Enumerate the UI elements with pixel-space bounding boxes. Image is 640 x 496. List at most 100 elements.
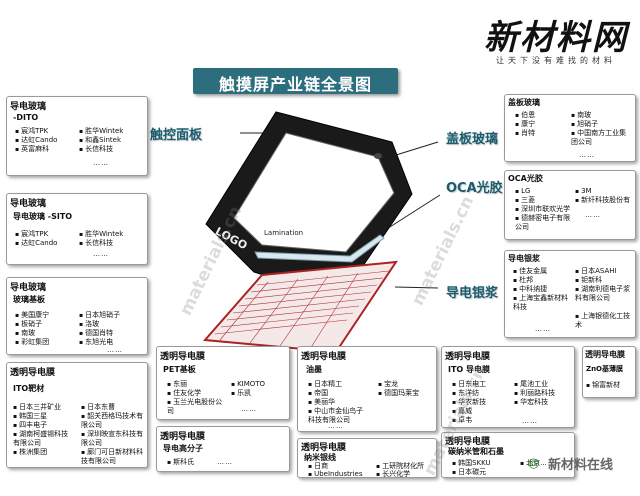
bottom-brand-text: 新材料在线: [548, 458, 614, 473]
list-item: 四丰电子: [13, 421, 47, 430]
main-title: 触摸屏产业链全景图: [218, 75, 372, 94]
box-ito-target: 透明导电膜 ITO靶材 日本三井矿业 韩国三星 四丰电子 湖南柯盛锡科技有限公司…: [6, 362, 148, 468]
list-item: 湖南柯盛锡科技有限公司: [13, 430, 75, 448]
callout-cover-glass: 盖板玻璃: [446, 132, 499, 147]
more-indicator: ……: [328, 422, 344, 430]
list-item: 华宏科技: [514, 398, 548, 407]
sensor-grid: [214, 270, 390, 350]
box-ito-target-subtitle: ITO靶材: [13, 384, 45, 393]
list-item: 韶关西格玛技术有限公司: [81, 412, 145, 430]
list-item: 嘉威: [452, 407, 472, 416]
list-item: 钜新科: [575, 276, 602, 285]
list-item: 韩国SKKU: [452, 459, 491, 468]
list-item: LG: [515, 187, 530, 196]
list-item: 康宁: [515, 120, 535, 129]
lamination-layer: [254, 234, 385, 263]
box-pet-title: 透明导电膜: [160, 352, 206, 362]
box-cnt-subtitle: 碳纳米管和石墨: [448, 447, 504, 456]
box-conductive-polymer: 透明导电膜 导电高分子 斯科氏 ……: [156, 426, 290, 472]
sensor-layer: [202, 260, 399, 354]
box-ito-film-title: 透明导电膜: [445, 352, 491, 362]
list-item: 玉兰光电股份公司: [167, 398, 227, 416]
list-item: 长信科技: [79, 239, 113, 248]
list-item: 上海银德化工技术: [575, 312, 635, 330]
list-item: 达虹Cando: [15, 239, 57, 248]
list-item: 东洋纺: [452, 389, 479, 398]
box-pet-subtitle: PET基板: [163, 365, 196, 374]
list-item: 杜邦: [513, 276, 533, 285]
list-item: 南玻: [571, 111, 591, 120]
box-pet-substrate: 透明导电膜 PET基板 东丽 住友化学 玉兰光电股份公司 KIMOTO 乐凯 ……: [156, 346, 290, 420]
box-zno-subtitle: ZnO基薄膜: [586, 365, 624, 373]
list-item: 斯科氏: [167, 458, 194, 467]
more-indicator: ……: [579, 151, 595, 159]
box-silver-nanowire: 透明导电膜 纳米银线 日商 UbeIndustries 工研院材化所 长兴化学: [297, 438, 437, 478]
list-item: 华农新技: [452, 398, 486, 407]
list-item: UbeIndustries: [308, 470, 362, 477]
list-item: 和鑫Sintek: [79, 136, 121, 145]
home-button: [374, 153, 382, 159]
list-item: 住友化学: [167, 389, 201, 398]
more-indicator: ……: [585, 211, 601, 219]
more-indicator: ……: [217, 458, 233, 466]
box-ink-title: 透明导电膜: [301, 352, 347, 362]
list-item: 板硝子: [15, 320, 42, 329]
callout-silver-paste: 导电银浆: [446, 286, 499, 301]
list-item: 锦富新材: [586, 381, 620, 390]
list-item: 长兴化学: [376, 470, 410, 477]
list-item: 德国肖特: [79, 329, 113, 338]
list-item: 东丽: [167, 380, 187, 389]
box-oca-title: OCA光胶: [508, 174, 543, 183]
box-ito-film: 透明导电膜 ITO 导电膜 日东电工 东洋纺 华农新技 嘉威 卓韦 尾池工业 利…: [441, 346, 575, 428]
list-item: 宝龙: [378, 380, 398, 389]
list-item: 美国康宁: [15, 311, 49, 320]
box-glass-substrate-title: 导电玻璃: [10, 283, 47, 293]
list-item: 宸鸿TPK: [15, 230, 48, 239]
list-item: 南玻: [15, 329, 35, 338]
list-item: 廊门可日新材料科技有限公司: [81, 448, 145, 466]
box-dito-subtitle: -DITO: [13, 113, 39, 122]
list-item: 日本东曹: [81, 403, 115, 412]
box-ito-target-title: 透明导电膜: [10, 368, 56, 378]
list-item: 旭硝子: [571, 120, 598, 129]
box-dito-title: 导电玻璃: [10, 102, 47, 112]
more-indicator: ……: [107, 346, 123, 354]
list-item: 中国南方工业集团公司: [571, 129, 633, 147]
list-item: 日东电工: [452, 380, 486, 389]
more-indicator: ……: [93, 159, 109, 167]
list-item: 宸鸿TPK: [15, 127, 48, 136]
list-item: 德国玛莱宝: [378, 389, 419, 398]
more-indicator: ……: [93, 250, 109, 258]
list-item: 株洲集团: [13, 448, 47, 457]
box-cnt-title: 透明导电膜: [445, 437, 491, 447]
list-item: 长信科技: [79, 145, 113, 154]
list-item: 深圳映宣东科技有限公司: [81, 430, 145, 448]
list-item: 工研院材化所: [376, 462, 424, 471]
list-item: 乐凯: [231, 389, 251, 398]
box-nanowire-title: 透明导电膜: [301, 443, 347, 453]
box-zno-title: 透明导电膜: [585, 350, 625, 359]
list-item: 胜华Wintek: [79, 127, 123, 136]
box-zno: 透明导电膜 ZnO基薄膜 锦富新材: [582, 346, 636, 398]
list-item: 新纤科技股份有: [575, 196, 630, 205]
list-item: 帝国: [308, 389, 328, 398]
more-indicator: ……: [522, 417, 538, 425]
brand-logo-title: 新材料网: [484, 18, 628, 58]
list-item: 3M: [575, 187, 592, 196]
box-silver-paste: 导电银浆 佳友金属 杜邦 中科纳捷 上海宝鑫新材料科技 日本ASAHI 钜新科 …: [504, 250, 636, 338]
list-item: 佳友金属: [513, 267, 547, 276]
list-item: 深圳市联欢光学: [515, 205, 570, 214]
list-item: 湖南利德电子浆料有限公司: [575, 285, 635, 303]
box-ink-subtitle: 油墨: [306, 365, 322, 374]
wechat-icon: ◎: [528, 456, 540, 471]
callout-touch-panel: 触控面板: [150, 128, 203, 143]
brand-logo-slogan: 让天下没有难找的材料: [496, 56, 616, 65]
box-sito-subtitle: 导电玻璃 -SITO: [13, 212, 73, 221]
list-item: 韩国三星: [13, 412, 47, 421]
box-polymer-subtitle: 导电高分子: [163, 444, 203, 453]
list-item: 伯恩: [515, 111, 535, 120]
more-indicator: ……: [535, 325, 551, 333]
list-item: 日本精工: [308, 380, 342, 389]
box-dito: 导电玻璃 -DITO 宸鸿TPK 达虹Cando 英富麻科 胜华Wintek 和…: [6, 96, 148, 176]
